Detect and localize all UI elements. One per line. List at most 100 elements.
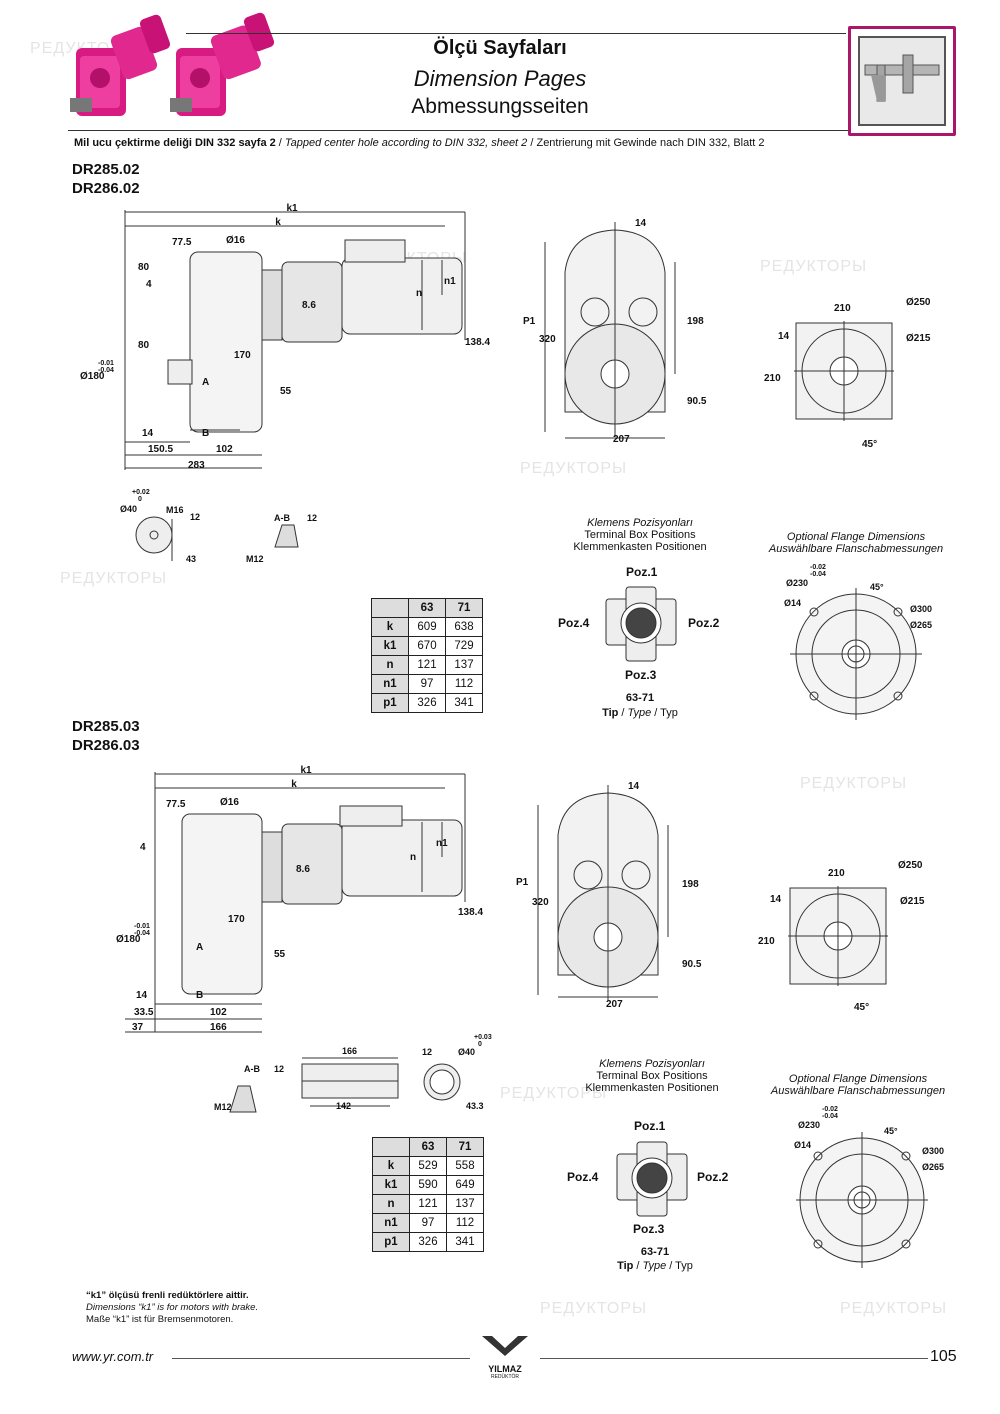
svg-text:B: B [202,428,209,439]
svg-text:102: 102 [216,444,233,455]
svg-text:n1: n1 [436,838,448,849]
svg-text:210: 210 [828,868,845,879]
svg-text:0: 0 [138,496,142,503]
svg-text:Ø180: Ø180 [80,371,105,382]
svg-text:80: 80 [138,262,150,273]
svg-text:14: 14 [136,990,148,1001]
svg-text:A: A [202,377,209,388]
svg-text:n: n [416,288,422,299]
svg-text:Ø215: Ø215 [906,333,931,344]
svg-text:166: 166 [342,1046,357,1056]
footer-url[interactable]: www.yr.com.tr [72,1349,154,1364]
svg-text:B: B [196,990,203,1001]
svg-text:Ø180: Ø180 [116,934,141,945]
svg-text:45°: 45° [870,582,884,592]
poz4-label-1: Poz.4 [558,616,590,630]
optional-flange-drawing-2: -0.02 -0.04 Ø230 45° Ø14 Ø300 Ø265 [794,1106,944,1268]
svg-text:55: 55 [274,949,286,960]
svg-text:Ø265: Ø265 [922,1162,944,1172]
caliper-icon-box [848,26,956,136]
svg-text:150.5: 150.5 [148,444,173,455]
yilmaz-logo: YILMAZ REDÜKTÖR [470,1334,540,1380]
caliper-icon [858,36,946,126]
svg-text:4: 4 [146,279,152,290]
svg-text:Ø265: Ø265 [910,620,932,630]
svg-text:Ø250: Ø250 [906,297,931,308]
footnote: “k1” ölçüsü frenli redüktörlere aittir. … [86,1290,259,1325]
svg-text:102: 102 [210,1007,227,1018]
svg-text:12: 12 [190,512,200,522]
svg-text:43: 43 [186,554,196,564]
svg-text:198: 198 [687,316,704,327]
svg-text:A-B: A-B [274,513,290,523]
hollow-shaft-detail-drawing-2: A-B 12 M12 166 142 12 Ø40 +0.03 0 43.3 [214,1034,492,1113]
svg-text:320: 320 [539,334,556,345]
svg-text:45°: 45° [862,439,877,450]
svg-text:14: 14 [635,218,647,229]
svg-text:14: 14 [778,331,790,342]
poz3-label-2: Poz.3 [633,1222,665,1236]
svg-text:Ø16: Ø16 [226,235,245,246]
watermark-5: РЕДУКТОРЫ [60,570,168,587]
optional-flange-drawing-1: -0.02 -0.04 Ø230 45° Ø14 Ø300 Ø265 [784,564,932,720]
svg-text:77.5: 77.5 [172,237,192,248]
svg-text:142: 142 [336,1101,351,1111]
svg-text:43.3: 43.3 [466,1101,484,1111]
watermark-8: РЕДУКТОРЫ [540,1300,648,1317]
svg-text:210: 210 [834,303,851,314]
side-view-drawing-1: k1 k 77.5 Ø16 80 4 80 -0.01 -0.04 Ø180 1… [80,203,490,471]
watermark-7: РЕДУКТОРЫ [500,1085,608,1102]
svg-text:Ø215: Ø215 [900,896,925,907]
svg-text:210: 210 [764,373,781,384]
watermark-9: РЕДУКТОРЫ [840,1300,948,1317]
svg-text:A-B: A-B [244,1064,260,1074]
svg-text:45°: 45° [884,1126,898,1136]
din-note-de: Zentrierung mit Gewinde nach DIN 332, Bl… [536,137,765,149]
svg-text:M12: M12 [246,554,264,564]
terminal-box-diagram-1 [605,586,677,662]
svg-text:283: 283 [188,460,205,471]
svg-text:A: A [196,942,203,953]
model-title-2: DR285.03 DR286.03 [72,718,140,754]
flange-view-drawing-1: 210 Ø250 14 Ø215 210 45° [764,297,931,450]
page-title-tr: Ölçü Sayfaları [433,37,567,59]
svg-text:k1: k1 [300,765,312,776]
svg-text:170: 170 [234,350,251,361]
front-view-drawing-2: 14 P1 320 198 90.5 207 [516,781,702,1010]
svg-text:8.6: 8.6 [296,864,310,875]
svg-text:12: 12 [307,513,317,523]
svg-text:-0.04: -0.04 [822,1113,838,1120]
svg-text:45°: 45° [854,1002,869,1013]
svg-text:n1: n1 [444,276,456,287]
watermark-3: РЕДУКТОРЫ [760,258,868,275]
svg-text:P1: P1 [516,877,529,888]
svg-text:-0.02: -0.02 [822,1106,838,1113]
svg-text:P1: P1 [523,316,536,327]
svg-text:Ø40: Ø40 [120,504,137,514]
svg-text:M16: M16 [166,505,184,515]
svg-text:90.5: 90.5 [687,396,707,407]
svg-text:207: 207 [613,434,630,445]
poz1-label-2: Poz.1 [634,1119,666,1133]
svg-text:4: 4 [140,842,146,853]
svg-text:138.4: 138.4 [458,907,483,918]
svg-text:Ø300: Ø300 [922,1146,944,1156]
poz2-label-2: Poz.2 [697,1170,729,1184]
svg-text:-0.04: -0.04 [134,930,150,937]
svg-text:12: 12 [422,1047,432,1057]
svg-text:8.6: 8.6 [302,300,316,311]
svg-text:Ø16: Ø16 [220,797,239,808]
flange-caption-1: Optional Flange Dimensions Auswählbare F… [768,531,944,555]
terminal-type-2: Tip / Type / Typ [617,1260,693,1272]
poz1-label-1: Poz.1 [626,565,658,579]
page-number: 105 [930,1348,957,1365]
svg-text:80: 80 [138,340,150,351]
